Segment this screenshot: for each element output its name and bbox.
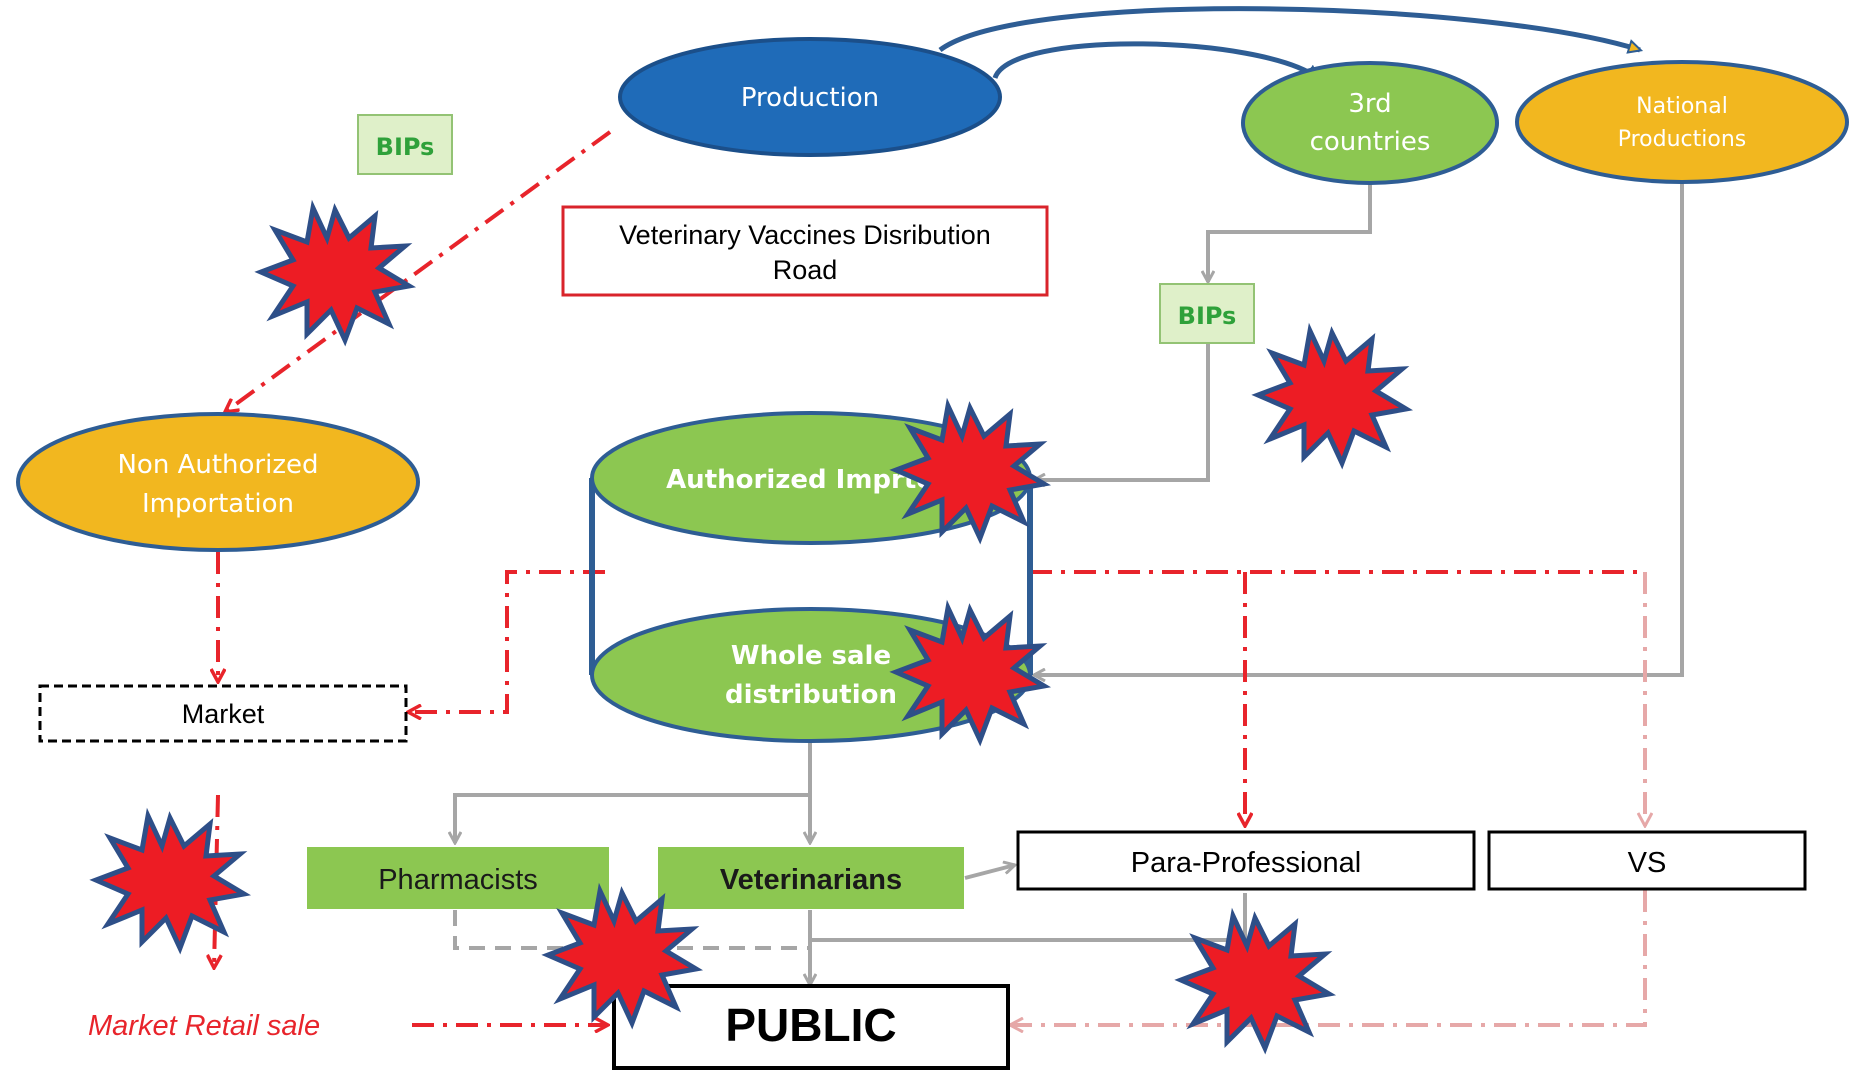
national-label-1: National (1636, 94, 1728, 119)
wholesale-label-1: Whole sale (731, 641, 891, 671)
diagram-title-line2: Road (773, 255, 838, 285)
production-node: Production (618, 37, 1002, 157)
pharmacists-label: Pharmacists (378, 864, 538, 896)
explosion-burst-icon (1258, 331, 1406, 463)
wholesale-to-pharmacists-connector (455, 740, 812, 843)
public-box: PUBLIC (612, 984, 1010, 1070)
veterinarians-label: Veterinarians (720, 864, 902, 896)
wholesale-label-2: distribution (725, 680, 897, 710)
explosion-burst-icon (96, 816, 244, 948)
national-to-wholesale-connector (1034, 180, 1684, 675)
market-to-retail-dashdot (214, 794, 218, 968)
explosion-burst-icon (261, 208, 409, 340)
bips-right-box: BIPs (1159, 283, 1255, 344)
bips-left-box: BIPs (357, 114, 453, 175)
3rd-to-bips-connector (1208, 180, 1372, 282)
diagram-title-box: Veterinary Vaccines Disribution Road (561, 205, 1049, 297)
para-professional-label: Para-Professional (1131, 847, 1362, 879)
non-authorized-importation-node: Non Authorized Importation (16, 412, 420, 552)
market-label: Market (182, 699, 265, 729)
veterinarians-to-paraprof-connector (964, 865, 1015, 880)
bips-left-label: BIPs (376, 133, 435, 161)
national-productions-node: National Productions (1515, 60, 1849, 184)
pharmacists-to-public-dashed (453, 910, 810, 950)
production-label: Production (741, 83, 879, 113)
non-authorized-label-1: Non Authorized (117, 450, 318, 480)
production-to-national-curve (938, 6, 1644, 54)
veterinarians-box: Veterinarians (658, 847, 964, 909)
third-countries-node: 3rd countries (1241, 61, 1499, 185)
importer-to-market-dashdot (408, 570, 605, 712)
national-label-2: Productions (1618, 127, 1747, 152)
non-authorized-label-2: Importation (142, 489, 294, 519)
pharmacists-box: Pharmacists (307, 847, 609, 909)
market-box: Market (38, 684, 408, 743)
diagram-title-line1: Veterinary Vaccines Disribution (619, 220, 991, 250)
vs-to-public-dashdot (1010, 890, 1647, 1025)
explosion-burst-icon (548, 891, 696, 1023)
third-countries-label-2: countries (1310, 127, 1431, 157)
bips-to-importer-connector (1034, 343, 1210, 480)
para-professional-box: Para-Professional (1016, 830, 1476, 891)
vs-box: VS (1487, 830, 1807, 891)
authorized-importer-label: Authorized Imprte (666, 465, 934, 495)
production-to-3rd-curve (992, 41, 1321, 81)
production-to-nonauth-dashdot (225, 130, 612, 412)
bips-right-label: BIPs (1178, 302, 1237, 330)
market-retail-sale-label: Market Retail sale (88, 1010, 320, 1042)
public-label: PUBLIC (725, 999, 896, 1051)
third-countries-label-1: 3rd (1348, 89, 1391, 119)
explosion-burst-icon (1181, 916, 1329, 1048)
vs-label: VS (1628, 847, 1667, 879)
